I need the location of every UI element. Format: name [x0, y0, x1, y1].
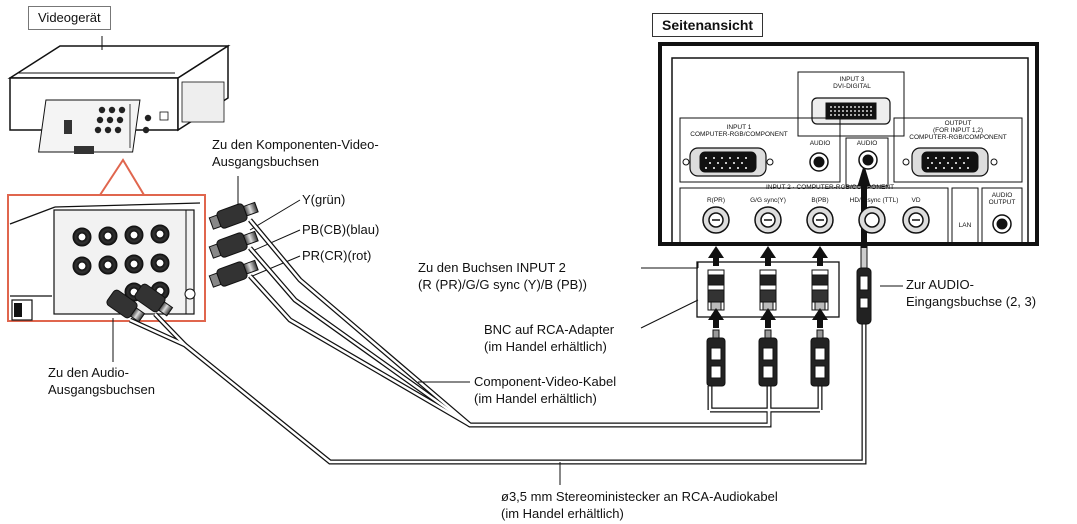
- video-device-illustration: [7, 44, 231, 154]
- panel-hdc-label: HD/C sync (TTL): [849, 197, 899, 204]
- side-view-label: Seitenansicht: [652, 13, 764, 37]
- audio-in-line2: Eingangsbuchse (2, 3): [906, 294, 1037, 309]
- audio-out-plugs: [106, 283, 174, 323]
- component-video-cable-inner: [249, 219, 822, 427]
- y-green-label: Y(grün): [302, 192, 346, 207]
- bnc-adapters: [707, 269, 829, 311]
- panel-lan-label: LAN: [958, 222, 972, 229]
- rca-plugs: [706, 329, 830, 387]
- component-out-plugs: [208, 201, 259, 288]
- panel-b-label: B(PB): [811, 197, 829, 204]
- component-cable-line2: (im Handel erhältlich): [474, 391, 597, 406]
- input2-jacks-line2: (R (PR)/G/G sync (Y)/B (PB)): [418, 277, 587, 292]
- panel-output-label: OUTPUT(FOR INPUT 1,2)COMPUTER-RGB/COMPON…: [909, 120, 1007, 141]
- panel-audio-in-b: AUDIO: [856, 140, 878, 147]
- video-device-rear-panel-zoom: [9, 196, 204, 321]
- magnify-callout: [7, 158, 206, 322]
- input2-jacks-line1: Zu den Buchsen INPUT 2: [418, 260, 566, 275]
- stereo-cable-line2: (im Handel erhältlich): [501, 506, 624, 521]
- component-cable-line1: Component-Video-Kabel: [474, 374, 617, 389]
- stereo-cable-line1: ø3,5 mm Stereoministecker an RCA-Audioka…: [501, 489, 778, 504]
- audio-out-jacks-line2: Ausgangsbuchsen: [48, 382, 155, 397]
- bnc-adapter-line1: BNC auf RCA-Adapter: [484, 322, 615, 337]
- panel-audio-in-a: AUDIO: [809, 140, 831, 147]
- direction-arrows: [708, 246, 828, 328]
- audio-in-line1: Zur AUDIO-: [906, 277, 974, 292]
- panel-input2-label: INPUT 2 · COMPUTER-RGB/COMPONENT: [765, 184, 895, 191]
- stereo-mini-plug: [856, 164, 872, 325]
- video-device-label: Videogerät: [28, 6, 111, 30]
- bnc-adapter-line2: (im Handel erhältlich): [484, 339, 607, 354]
- projector-side-panel: [658, 42, 1039, 246]
- component-video-out-line2: Ausgangsbuchsen: [212, 154, 319, 169]
- panel-g-label: G/G sync(Y): [750, 197, 786, 204]
- component-video-out-line1: Zu den Komponenten-Video-: [212, 137, 379, 152]
- pb-blue-label: PB(CB)(blau): [302, 222, 380, 237]
- audio-out-jacks-line1: Zu den Audio-: [48, 365, 129, 380]
- panel-r-label: R(PR): [706, 197, 726, 204]
- pr-red-label: PR(CR)(rot): [302, 248, 372, 263]
- panel-vd-label: VD: [911, 197, 921, 204]
